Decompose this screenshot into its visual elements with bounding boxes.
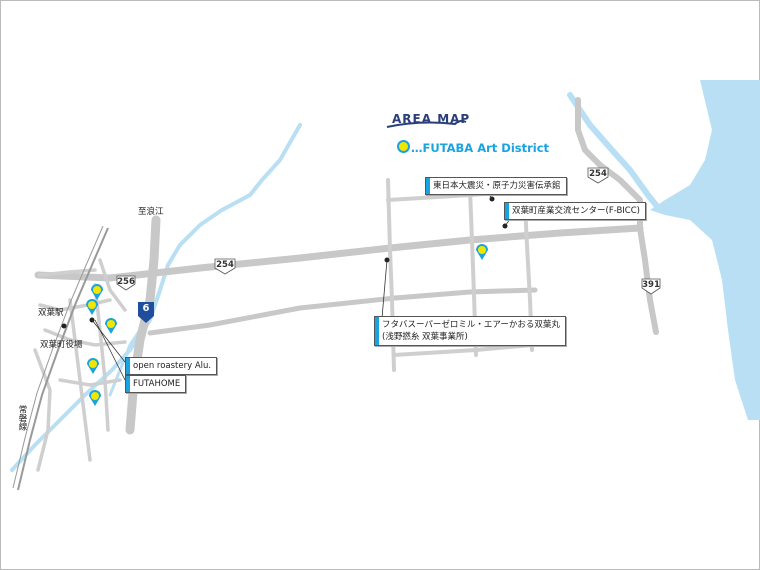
route-256-label: 256 <box>117 277 135 287</box>
route-254-label-b: 254 <box>589 169 607 179</box>
river-maeda <box>10 123 302 472</box>
pin-3 <box>105 318 117 334</box>
route-6-label: 6 <box>142 303 150 314</box>
callout-bicc: 双葉町産業交流センター(F-BICC) <box>504 202 646 220</box>
river-north <box>567 92 663 213</box>
callout-futahome-text: FUTAHOME <box>133 379 181 389</box>
callout-supermarket: フタバスーパーゼロミル・エアーかおる双葉丸 (浅野撚糸 双葉事業所) <box>374 316 566 346</box>
pin-icon <box>397 140 410 153</box>
route-6-badge <box>138 302 154 323</box>
road-town-8 <box>98 258 127 312</box>
leader-alu <box>91 319 126 363</box>
callout-futahome: FUTAHOME <box>125 375 187 393</box>
leader-supermarket <box>381 259 388 319</box>
label-futaba-station: 双葉駅 <box>38 308 64 318</box>
shield-254-b <box>587 167 609 184</box>
leader-futahome <box>94 319 126 381</box>
road-town-6 <box>58 378 122 387</box>
shield-391 <box>641 278 661 295</box>
shield-254-a <box>214 258 236 275</box>
art-district-pins <box>86 244 488 406</box>
callout-alu: open roastery Alu. <box>125 357 218 375</box>
callout-memorial-text: 東日本大震災・原子力災害伝承館 <box>433 181 561 191</box>
label-joban-line: 常磐線 <box>17 405 27 431</box>
road-town-5 <box>93 283 110 432</box>
road-town-4 <box>68 298 92 462</box>
railway-joban <box>17 227 109 491</box>
road-254-north <box>575 97 643 231</box>
road-town-1 <box>38 268 97 277</box>
legend-label: FUTABA Art District <box>422 141 550 155</box>
pin-6 <box>476 244 488 260</box>
callout-supermarket-line2: (浅野撚糸 双葉事業所) <box>382 332 468 342</box>
pin-1 <box>91 284 103 300</box>
shield-256 <box>116 275 136 291</box>
pin-5 <box>89 390 101 406</box>
point-town-office <box>61 323 67 329</box>
callout-alu-text: open roastery Alu. <box>133 361 212 371</box>
pin-4 <box>87 358 99 374</box>
map-title: AREA MAP <box>392 112 471 126</box>
callout-memorial-museum: 東日本大震災・原子力災害伝承館 <box>425 177 567 195</box>
road-town-7 <box>33 348 52 472</box>
pin-2 <box>86 299 98 315</box>
route-254-label-a: 254 <box>216 260 234 270</box>
road-east-west <box>147 287 538 336</box>
sea <box>650 80 760 420</box>
road-grid-h2 <box>392 343 534 357</box>
legend: …FUTABA Art District <box>397 140 549 155</box>
legend-marker: … <box>411 141 423 155</box>
route-391-label: 391 <box>642 280 660 290</box>
callout-bicc-text: 双葉町産業交流センター(F-BICC) <box>512 206 640 216</box>
callout-supermarket-line1: フタバスーパーゼロミル・エアーかおる双葉丸 <box>382 320 560 330</box>
label-town-office: 双葉町役場 <box>40 340 83 350</box>
title-brush <box>386 119 467 128</box>
label-to-namie: 至浪江 <box>138 207 164 217</box>
